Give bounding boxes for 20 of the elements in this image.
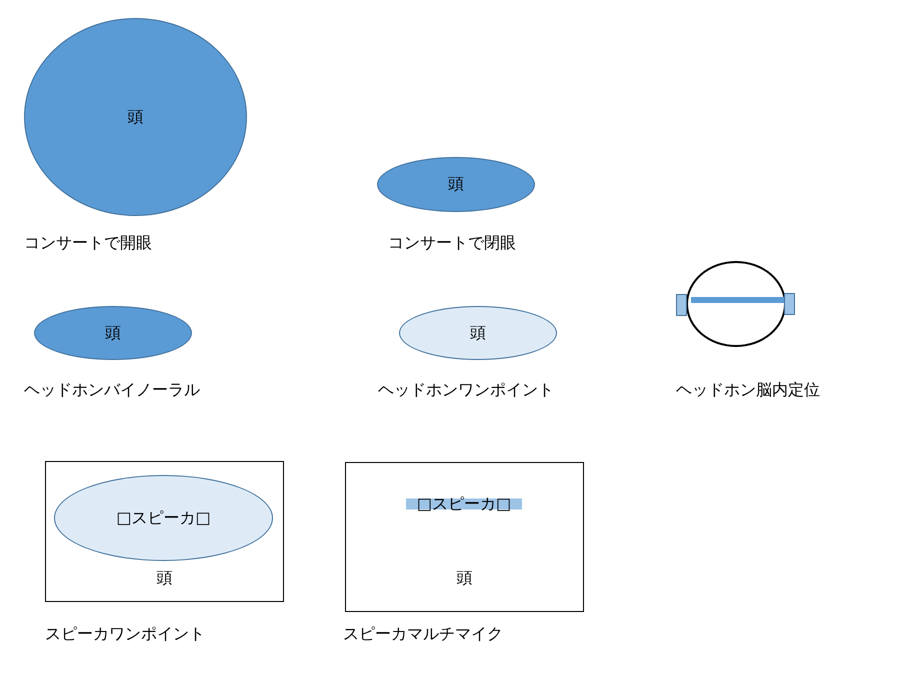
text-frame [345,462,584,612]
node-label: ヘッドホンバイノーラル [24,380,200,401]
node-label: スピーカワンポイント [45,624,205,645]
earpiece-shape [784,293,795,315]
node-label: コンサートで閉眼 [388,233,516,254]
earpiece-shape [676,294,687,316]
node-label: 頭 [456,568,472,589]
node-label: スピーカマルチマイク [343,624,503,645]
node-label: 頭 [105,322,121,344]
node-label: 頭 [156,568,172,589]
text-frame [45,461,284,602]
node-label: □スピーカ□ [416,494,512,514]
node-label: 頭 [470,322,486,344]
node-label: 頭 [448,174,464,195]
headband-bar [691,297,787,303]
node-label: 頭 [128,106,144,128]
node-label: ヘッドホン脳内定位 [676,380,820,401]
node-label: コンサートで開眼 [24,233,152,254]
node-label: □スピーカ□ [116,508,211,528]
node-label: ヘッドホンワンポイント [378,380,554,401]
